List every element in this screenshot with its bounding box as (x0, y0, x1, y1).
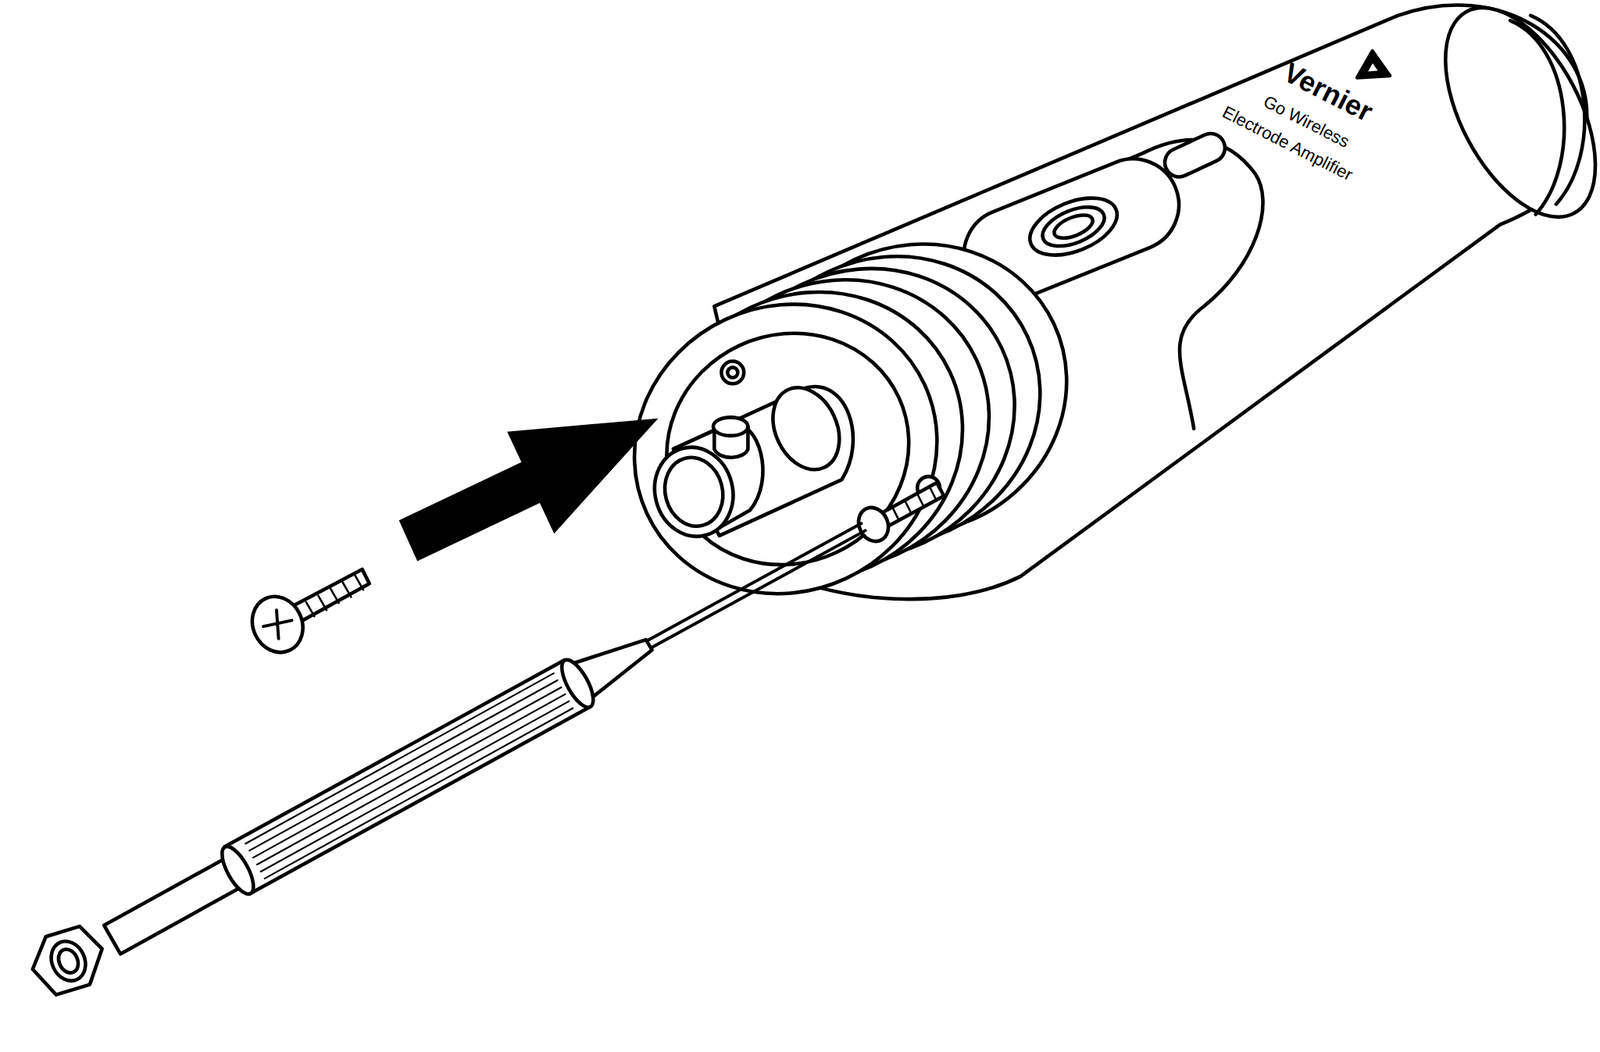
logo-triangle (1357, 51, 1390, 79)
screw-thread (306, 575, 364, 617)
face-recess (628, 293, 947, 605)
button-ring (1050, 210, 1096, 243)
button-ring (1036, 199, 1110, 254)
screw-hole (721, 361, 744, 385)
screw-hole (727, 367, 738, 378)
screw-thread (892, 486, 936, 521)
direction-arrow (399, 418, 659, 562)
screwdriver-cap (32, 926, 103, 996)
screw (290, 569, 370, 623)
bayonet-pin (713, 417, 748, 436)
bnc-connector (760, 376, 852, 481)
screwdriver-handle (224, 660, 590, 894)
screwdriver-handle (555, 655, 600, 712)
front-face (586, 254, 986, 643)
end-ring (1510, 20, 1565, 215)
end-cap (1414, 0, 1600, 242)
screwdriver-cap (54, 946, 83, 976)
led-slot (1160, 128, 1230, 182)
screwdriver-shaft (646, 523, 866, 648)
bnc-connector (657, 450, 731, 533)
screw-cross (263, 610, 293, 640)
screwdriver-cap (45, 935, 93, 987)
screw (242, 588, 312, 661)
logo-triangle (1366, 61, 1380, 73)
screwdriver-handle (215, 842, 260, 899)
button-ring (1021, 186, 1125, 267)
handle-knurl (245, 673, 573, 879)
